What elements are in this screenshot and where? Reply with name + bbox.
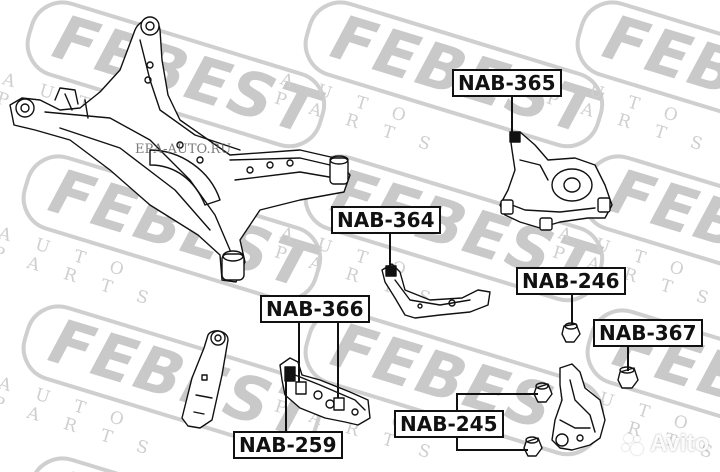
leader-line-nab-366-a: [298, 322, 300, 382]
leader-line-nab-259: [285, 372, 287, 434]
callout-nab-259: NAB-259: [233, 431, 343, 459]
leader-line-nab-367: [627, 345, 629, 371]
avito-text: Avito: [650, 430, 710, 457]
rear-knuckle: [499, 131, 613, 231]
callout-nab-367: NAB-367: [593, 319, 703, 347]
callout-nab-365: NAB-365: [452, 69, 562, 97]
leader-line-nab-245-low-h: [456, 449, 528, 451]
leader-line-nab-366-b: [337, 322, 339, 398]
rear-subframe: [9, 16, 351, 283]
leader-line-nab-245-up-h: [456, 393, 538, 395]
leader-line-nab-364: [389, 232, 391, 268]
callout-nab-245: NAB-245: [394, 410, 504, 438]
leader-line-nab-245-low-v: [456, 438, 458, 450]
avito-watermark: Avito: [622, 430, 709, 458]
callout-nab-364: NAB-364: [331, 206, 441, 234]
leader-line-nab-245-up-v: [456, 393, 458, 411]
lower-control-arm: [279, 357, 371, 426]
site-watermark: ЕРА-AUTO.RU: [135, 142, 232, 157]
trailing-link: [181, 330, 229, 429]
avito-logo-icon: [622, 432, 646, 456]
upper-control-arm: [381, 263, 491, 319]
leader-line-nab-365: [511, 97, 513, 135]
callout-nab-246: NAB-246: [516, 267, 626, 295]
bushing-nab-245-lower: [523, 436, 543, 457]
bushing-nab-246: [561, 322, 581, 343]
leader-line-nab-246: [571, 293, 573, 325]
hub-carrier: [551, 363, 606, 451]
callout-nab-366: NAB-366: [260, 295, 370, 323]
